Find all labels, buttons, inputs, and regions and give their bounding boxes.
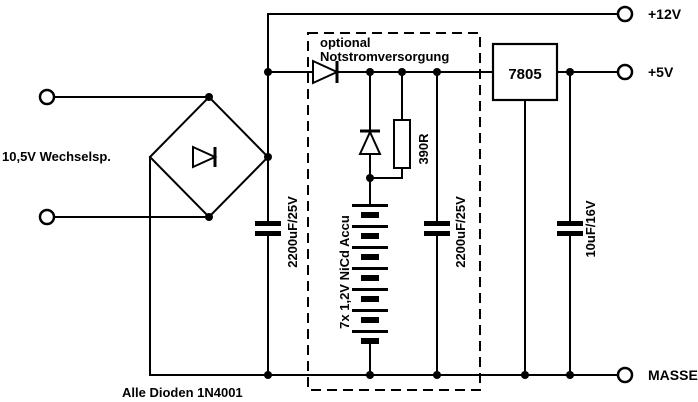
- junction-dots: [205, 68, 574, 379]
- label-battery: 7x 1,2V NiCd Accu: [337, 215, 352, 329]
- terminal-masse: [616, 366, 634, 384]
- junction-dot: [366, 371, 374, 379]
- junction-dot: [433, 371, 441, 379]
- backup-diode-icon: [358, 129, 382, 155]
- junction-dot: [433, 68, 441, 76]
- capacitors: [255, 221, 583, 236]
- junction-dot: [398, 68, 406, 76]
- battery-plate-short: [361, 233, 379, 239]
- junction-dot: [264, 153, 272, 161]
- label-ac-input: 10,5V Wechselsp.: [2, 149, 111, 164]
- label-diode-note: Alle Dioden 1N4001: [122, 385, 243, 400]
- junction-dot: [366, 174, 374, 182]
- battery-plate-short: [361, 338, 379, 344]
- regulator-7805-label: 7805: [508, 66, 541, 83]
- label-plus12v: +12V: [648, 6, 682, 22]
- resistor-390r: [393, 119, 411, 169]
- cap-output-plate-bottom: [557, 231, 583, 236]
- cap-output: [557, 221, 583, 236]
- label-optional-line1: optional: [320, 35, 371, 50]
- bridge-diode-icon: [192, 145, 218, 169]
- regulator-7805: 7805: [491, 42, 559, 102]
- terminal-plus5v: [616, 63, 634, 81]
- battery-plate-long: [352, 288, 388, 291]
- label-cap-output: 10uF/16V: [583, 200, 598, 257]
- junction-dot: [366, 68, 374, 76]
- cap-backup-plate-bottom: [424, 231, 450, 236]
- label-cap-backup: 2200uF/25V: [453, 196, 468, 268]
- terminal-plus12v: [616, 5, 634, 23]
- regulator-7805-body: [491, 42, 559, 102]
- junction-dot: [205, 93, 213, 101]
- battery-plate-long: [352, 225, 388, 228]
- label-resistor-390r: 390R: [416, 133, 431, 165]
- battery-stack: [352, 204, 388, 344]
- junction-dot: [264, 68, 272, 76]
- battery-plate-short: [361, 212, 379, 218]
- junction-dot: [566, 371, 574, 379]
- battery-plate-short: [361, 254, 379, 260]
- battery-plate-short: [361, 296, 379, 302]
- cap-main-plate-top: [255, 221, 281, 226]
- battery-plate-short: [361, 275, 379, 281]
- terminal-ac-bottom: [38, 208, 56, 226]
- label-cap-main: 2200uF/25V: [285, 196, 300, 268]
- terminals: [38, 5, 634, 384]
- battery-plate-long: [352, 246, 388, 249]
- cap-backup: [424, 221, 450, 236]
- battery-plate-long: [352, 267, 388, 270]
- label-plus5v: +5V: [648, 64, 674, 80]
- wires: [53, 13, 619, 376]
- backup-diode: [358, 129, 382, 155]
- label-masse: MASSE: [648, 367, 698, 383]
- cap-main-plate-bottom: [255, 231, 281, 236]
- bridge-rectifier: [148, 95, 270, 219]
- battery-plate-long: [352, 204, 388, 207]
- junction-dot: [521, 371, 529, 379]
- battery-plate-short: [361, 317, 379, 323]
- junction-dot: [566, 68, 574, 76]
- junction-dot: [205, 213, 213, 221]
- cap-output-plate-top: [557, 221, 583, 226]
- series-diode: [312, 59, 340, 85]
- junction-dot: [264, 371, 272, 379]
- battery-plate-long: [352, 330, 388, 333]
- cap-backup-plate-top: [424, 221, 450, 226]
- series-diode-icon: [312, 59, 340, 85]
- terminal-ac-top: [38, 88, 56, 106]
- cap-main: [255, 221, 281, 236]
- optional-backup-box: [307, 32, 481, 391]
- battery-plate-long: [352, 309, 388, 312]
- label-optional-line2: Notstromversorgung: [320, 49, 449, 64]
